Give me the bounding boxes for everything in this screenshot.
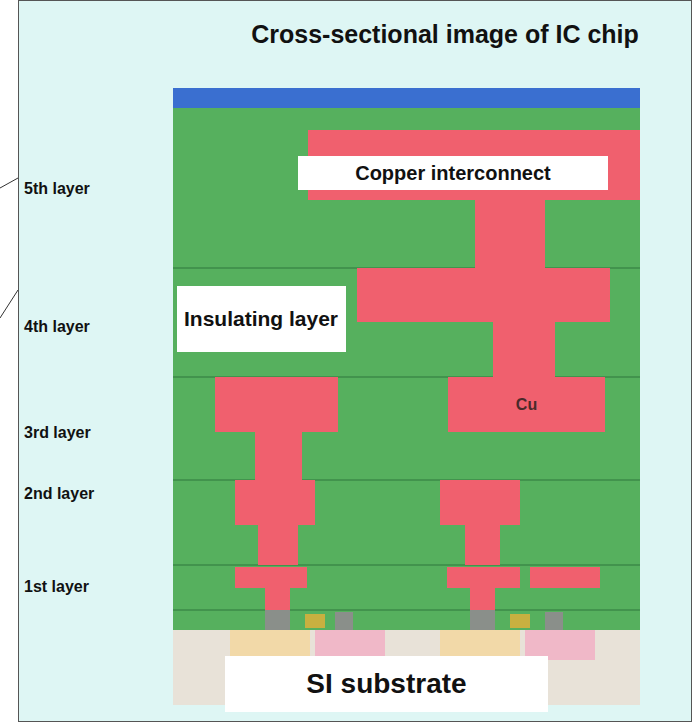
copper-block: Cu [448,377,605,432]
layer-label: 1st layer [24,578,89,596]
leader-line [0,178,18,188]
layer-lines [173,268,640,610]
node-text: Insulating layer [184,307,338,330]
node-text: SI substrate [306,669,466,700]
node-text: Cu [516,396,537,414]
layer-label: 2nd layer [24,485,94,503]
passivation [173,88,640,108]
node-text: Copper interconnect [355,162,551,184]
label-box: Insulating layer [177,286,346,352]
leader-line [0,290,18,318]
contacts [265,610,563,630]
layer-label: 3rd layer [24,424,91,442]
label-box: SI substrate [225,656,548,712]
label-box: Copper interconnect [298,156,608,190]
layer-label: 5th layer [24,180,90,198]
layer-label: 4th layer [24,318,90,336]
copper [215,130,640,610]
insulator [173,88,640,688]
title: Cross-sectional image of IC chip [200,20,690,49]
panel [19,1,692,722]
